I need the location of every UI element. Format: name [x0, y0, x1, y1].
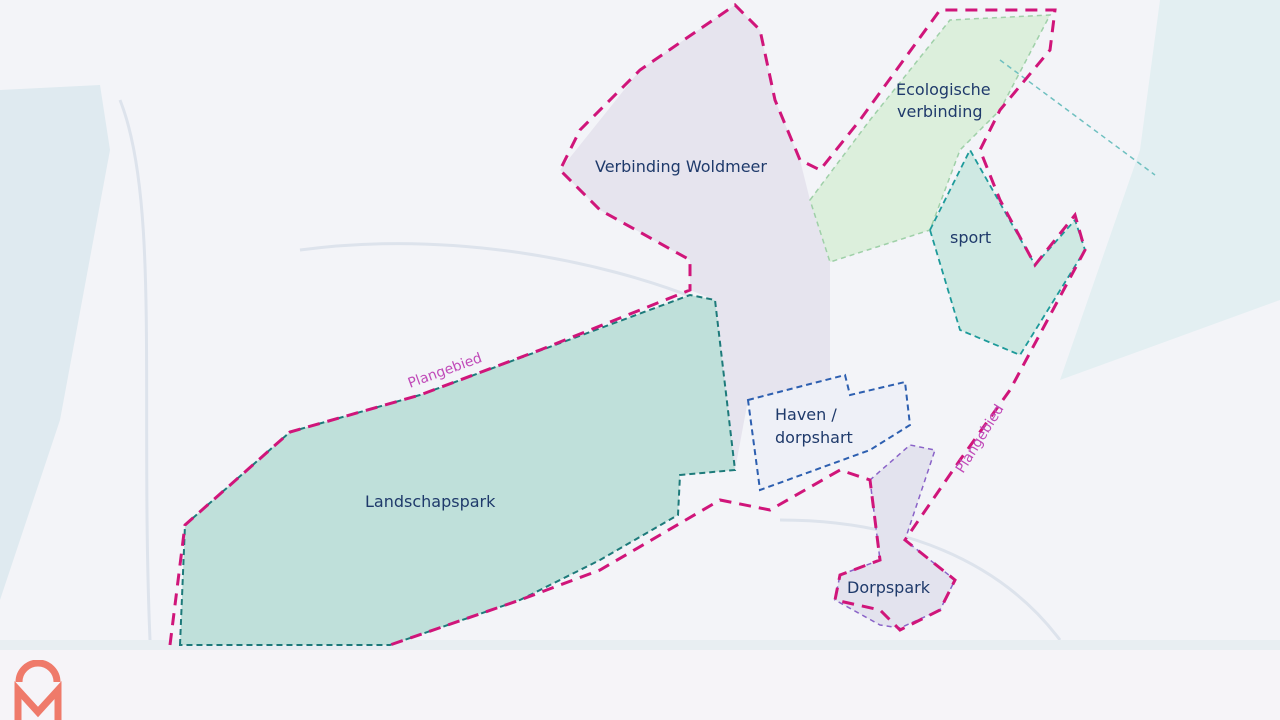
plangebied-boundary: [168, 3, 1087, 647]
label-sport: sport: [950, 228, 991, 247]
label-dorpspark: Dorpspark: [847, 578, 931, 597]
left-water-area: [0, 85, 110, 600]
company-logo: [14, 660, 62, 720]
verbinding-woldmeer-zone: [560, 5, 830, 470]
background-road: [118, 99, 1062, 641]
label-ecologische-line1: Ecologische: [896, 80, 991, 99]
label-haven-line2: dorpshart: [775, 428, 853, 447]
haven-dorpshart-zone: [746, 373, 912, 492]
sport-zone: [929, 148, 1086, 357]
dorpspark-zone: [834, 444, 956, 629]
label-verbinding-woldmeer: Verbinding Woldmeer: [595, 157, 767, 176]
label-ecologische-line2: verbinding: [897, 102, 983, 121]
right-water-area: [1060, 0, 1280, 380]
label-haven-line1: Haven /: [775, 405, 837, 424]
label-landschapspark: Landschapspark: [365, 492, 496, 511]
